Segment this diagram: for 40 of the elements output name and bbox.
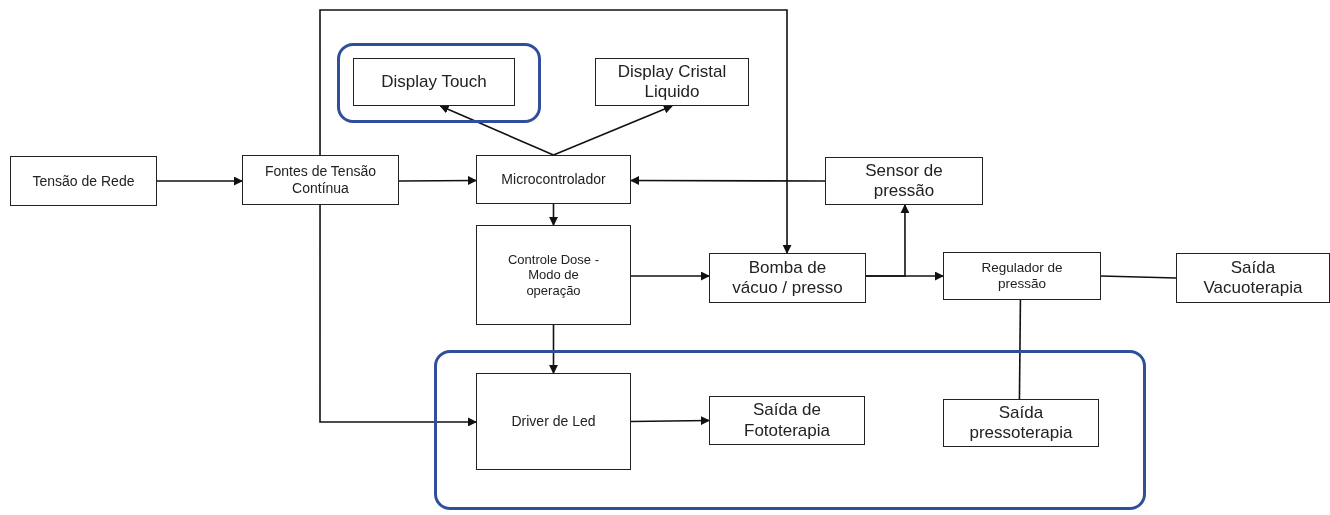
process-box (943, 399, 1099, 447)
box-label: Bomba de vácuo / presso (731, 257, 844, 299)
box-label: Driver de Led (510, 413, 597, 430)
process-box (10, 156, 157, 206)
box-label: Regulador de pressão (980, 259, 1064, 293)
arrow (630, 416, 710, 426)
process-box (476, 155, 631, 204)
box-label: Fontes de Tensão Contínua (263, 163, 377, 197)
process-box (476, 373, 631, 470)
arrow (549, 324, 558, 374)
box-label: Saída de Fototerapia (743, 400, 831, 441)
box-label: Saída pressoterapia (968, 402, 1074, 444)
process-box (709, 396, 865, 445)
arrow (319, 204, 477, 427)
process-box (476, 225, 631, 325)
arrow (630, 176, 826, 185)
arrow (865, 204, 910, 277)
process-box (1176, 253, 1330, 303)
process-box (353, 58, 515, 106)
arrow (552, 104, 673, 156)
group-outline (337, 43, 541, 123)
process-box (595, 58, 749, 106)
process-box (825, 157, 983, 205)
box-label: Controle Dose - Modo de operação (506, 251, 600, 299)
process-box (709, 253, 866, 303)
arrow (156, 176, 243, 186)
box-label: Microcontrolador (500, 171, 607, 188)
box-label: Sensor de pressão (864, 160, 944, 202)
arrow (319, 9, 792, 254)
box-label: Display Touch (380, 71, 488, 93)
arrow (630, 271, 710, 281)
process-box (242, 155, 399, 205)
arrow (549, 203, 558, 226)
box-label: Saída Vacuoterapia (1202, 257, 1304, 299)
box-label: Display Cristal Liquido (616, 61, 728, 103)
process-box (943, 252, 1101, 300)
group-outline (434, 350, 1146, 510)
arrow (398, 176, 477, 186)
box-label: Tensão de Rede (31, 172, 136, 190)
arrow (439, 105, 555, 156)
